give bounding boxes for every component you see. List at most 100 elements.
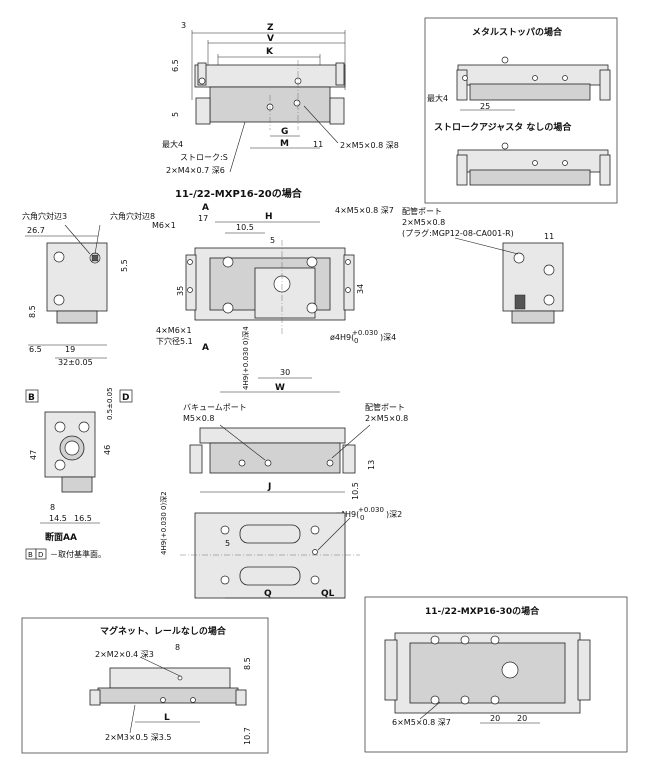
dim-32-tol: 32±0.05	[58, 358, 93, 367]
section-aa-view: B D 0.5±0.05 47 46 8 14.5 16.5 断面AA B D …	[25, 387, 133, 560]
note-hex3: 六角穴対辺3	[22, 211, 67, 221]
dim-ql: QL	[321, 589, 335, 599]
dim-10-7: 10.7	[243, 727, 252, 745]
dim-13: 13	[367, 460, 376, 470]
dim-20-b: 20	[517, 714, 527, 723]
dim-46: 46	[103, 445, 112, 455]
mxp16-30-drawing: 6×M5×0.8 深7 20 20	[384, 632, 591, 727]
note-h9-tol-top: +0.030	[352, 329, 378, 337]
note-h9-tol-zero: 0	[354, 337, 358, 345]
dim-30: 30	[280, 368, 290, 377]
no-adjuster-drawing	[456, 142, 611, 186]
dim-z: Z	[267, 23, 274, 33]
dim-11-top: 11	[313, 140, 323, 149]
note-h9-vert: 4H9(+0.030 0)深4	[241, 326, 250, 390]
ref-d-note: D	[38, 551, 43, 559]
dim-14-5: 14.5	[49, 514, 67, 523]
note-pipe-m5: 2×M5×0.8	[402, 218, 445, 227]
dim-8-5-left: 8.5	[28, 305, 37, 318]
mxp16-30-title: 11-/22-MXP16-30の場合	[425, 605, 540, 617]
dim-l: L	[164, 713, 170, 723]
dim-10-5: 10.5	[236, 223, 254, 232]
dim-h: H	[265, 212, 273, 222]
note-max4-box: 最大4	[427, 93, 448, 103]
dim-16-5: 16.5	[74, 514, 92, 523]
dim-5: 5	[171, 112, 180, 117]
note-m5-6x: 6×M5×0.8 深7	[392, 718, 451, 727]
dim-v: V	[267, 34, 274, 44]
left-end-view: 六角穴対辺3 六角穴対辺8 26.7 5.5 8.5 6.5 19 32±0.0…	[22, 211, 155, 367]
dim-19: 19	[65, 345, 75, 354]
section-aa-title: 断面AA	[45, 531, 77, 543]
section-a-top: A	[202, 203, 209, 213]
dim-q: Q	[264, 589, 272, 599]
note-m2-depth3: 2×M2×0.4 深3	[95, 650, 154, 659]
dim-3: 3	[181, 21, 186, 30]
ref-d-top: D	[122, 393, 129, 403]
dim-8-5-box: 8.5	[243, 657, 252, 670]
dim-k: K	[266, 47, 274, 57]
mag-no-rail-title: マグネット、レールなしの場合	[100, 625, 227, 637]
mxp16-30-box	[364, 596, 628, 753]
dim-5-5: 5.5	[120, 259, 129, 272]
right-end-view: 配管ポート 2×M5×0.8 (プラグ:MGP12-08-CA001-R) 11	[402, 206, 564, 324]
dim-8-aa: 8	[50, 503, 55, 512]
mag-no-rail-drawing: 2×M2×0.4 深3 8 8.5 L 2×M3×0.5 深3.5 10.7	[89, 643, 252, 745]
note-m5-depth7: 4×M5×0.8 深7	[335, 206, 394, 215]
mag-no-rail-box	[21, 617, 269, 754]
ref-note: －取付基準面。	[50, 549, 106, 559]
dim-11-right: 11	[544, 232, 554, 241]
dim-34: 34	[356, 284, 365, 294]
center-plan-view: A H 17 M6×1 4×M5×0.8 深7 10.5 5 35 34 4×M…	[152, 203, 396, 393]
note-hex8: 六角穴対辺8	[110, 211, 155, 221]
note-pipe-port: 配管ポート	[402, 206, 442, 216]
dim-10-5-b: 10.5	[351, 482, 360, 500]
top-side-view: Z V K 3 6.5 5 G M 11 2×M5×0.8 深8 最大4 ストロ…	[162, 21, 399, 175]
note-h9-depth4-pre: ø4H9(	[330, 333, 354, 342]
note-pilot: 下穴径5.1	[156, 336, 193, 346]
dim-8-box: 8	[175, 643, 180, 652]
dim-25: 25	[480, 102, 490, 111]
no-adjuster-title: ストロークアジャスタ なしの場合	[434, 121, 572, 133]
metal-stopper-title: メタルストッパの場合	[472, 26, 563, 38]
dim-47: 47	[29, 450, 38, 460]
ref-b-note: B	[28, 551, 33, 559]
note-m6x1: M6×1	[152, 221, 176, 230]
dim-w: W	[275, 383, 285, 393]
note-m3-depth35: 2×M3×0.5 深3.5	[105, 733, 171, 742]
dim-20-a: 20	[490, 714, 500, 723]
dim-6-5: 6.5	[171, 59, 180, 72]
dim-35: 35	[176, 286, 185, 296]
note-h9-tol-zero2: 0	[360, 514, 364, 522]
dim-5-bottom: 5	[225, 539, 230, 548]
bottom-view: 4H9(+0.030 0)深2 ø4H9( +0.030 0 )深2 5 Q Q…	[159, 491, 402, 599]
dim-17: 17	[198, 214, 208, 223]
dim-m: M	[280, 139, 289, 149]
dim-5-top: 5	[270, 236, 275, 245]
note-m5-depth8: 2×M5×0.8 深8	[340, 141, 399, 150]
note-h9-depth2-pre: ø4H9(	[335, 510, 359, 519]
dim-j: J	[267, 482, 271, 492]
metal-stopper-drawing: 最大4 25	[427, 56, 611, 111]
note-m6-4x: 4×M6×1	[156, 326, 192, 335]
main-title: 11-/22-MXP16-20の場合	[175, 187, 303, 200]
ref-b-top: B	[28, 393, 35, 403]
metal-stopper-box	[424, 17, 618, 204]
note-h9-depth4-post: )深4	[380, 333, 396, 342]
note-pipe-port-2: 配管ポート	[365, 402, 405, 412]
note-stroke: ストローク:S	[180, 153, 228, 162]
note-h9-side: 4H9(+0.030 0)深2	[159, 491, 168, 555]
note-max4-top: 最大4	[162, 139, 183, 149]
note-vac-port: バキュームポート	[183, 403, 247, 412]
dim-6-5-left: 6.5	[29, 345, 42, 354]
note-h9-tol-top2: +0.030	[358, 506, 384, 514]
note-vac-m5: M5×0.8	[183, 414, 214, 423]
note-h9-depth2-post: )深2	[386, 510, 402, 519]
dim-tol05: 0.5±0.05	[106, 387, 114, 420]
side-view-j: バキュームポート M5×0.8 配管ポート 2×M5×0.8 13 10.5 J	[183, 402, 408, 500]
dim-g: G	[281, 127, 288, 137]
section-a-bottom: A	[202, 343, 209, 353]
dim-26-7: 26.7	[27, 226, 45, 235]
note-m4-depth6: 2×M4×0.7 深6	[166, 166, 225, 175]
